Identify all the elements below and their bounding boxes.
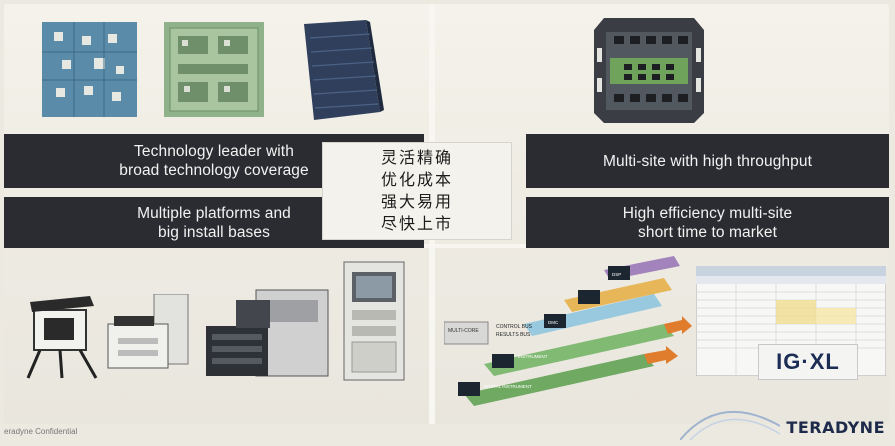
- tester-equipment-image-3: [206, 286, 331, 381]
- swoosh-graphic: [680, 396, 780, 440]
- diagram-label-dsp: DSP: [612, 272, 621, 277]
- diagram-label-multi-core: MULTI-CORE: [448, 328, 479, 334]
- multi-site-board-image: [594, 18, 704, 123]
- diagram-label-instrument: INSTRUMENT: [518, 354, 548, 359]
- banner-multiple-platforms-text: Multiple platforms and big install bases: [137, 204, 291, 241]
- slide: Technology leader with broad technology …: [4, 4, 889, 424]
- banner-multi-site-throughput-text: Multi-site with high throughput: [602, 152, 812, 170]
- quadrant-divider-horizontal: [4, 244, 889, 248]
- teradyne-logo: TERADYNE: [786, 418, 885, 437]
- multi-site-architecture-diagram: MULTI-CORE CONTROL BUS RESULTS BUS DMC D…: [444, 254, 694, 414]
- confidential-notice: eradyne Confidential: [4, 427, 78, 436]
- diagram-label-results-bus: RESULTS BUS: [496, 332, 531, 338]
- circuit-board-image-3: [296, 20, 386, 120]
- tester-equipment-image-1: [22, 292, 102, 382]
- diagram-label-control-bus: CONTROL BUS: [496, 324, 533, 330]
- handwritten-scribble: [154, 396, 178, 420]
- center-slogan-text: 灵活精确 优化成本 强大易用 尽快上市: [380, 148, 453, 233]
- diagram-label-digital: DIGITAL INSTRUMENT: [484, 384, 532, 389]
- circuit-board-image-2: [164, 22, 264, 117]
- banner-technology-leader-text: Technology leader with broad technology …: [119, 143, 309, 179]
- diagram-label-dmc: DMC: [548, 320, 559, 325]
- banner-multi-site-throughput: Multi-site with high throughput: [526, 134, 889, 188]
- igxl-logo: IG·XL: [758, 344, 858, 380]
- tester-cabinet-image: [342, 260, 406, 382]
- banner-high-efficiency: High efficiency multi-site short time to…: [526, 197, 889, 248]
- tester-equipment-image-2: [104, 294, 194, 374]
- circuit-board-image-1: [42, 22, 137, 117]
- center-slogan-box: 灵活精确 优化成本 强大易用 尽快上市: [322, 142, 512, 240]
- banner-high-efficiency-text: High efficiency multi-site short time to…: [622, 204, 793, 241]
